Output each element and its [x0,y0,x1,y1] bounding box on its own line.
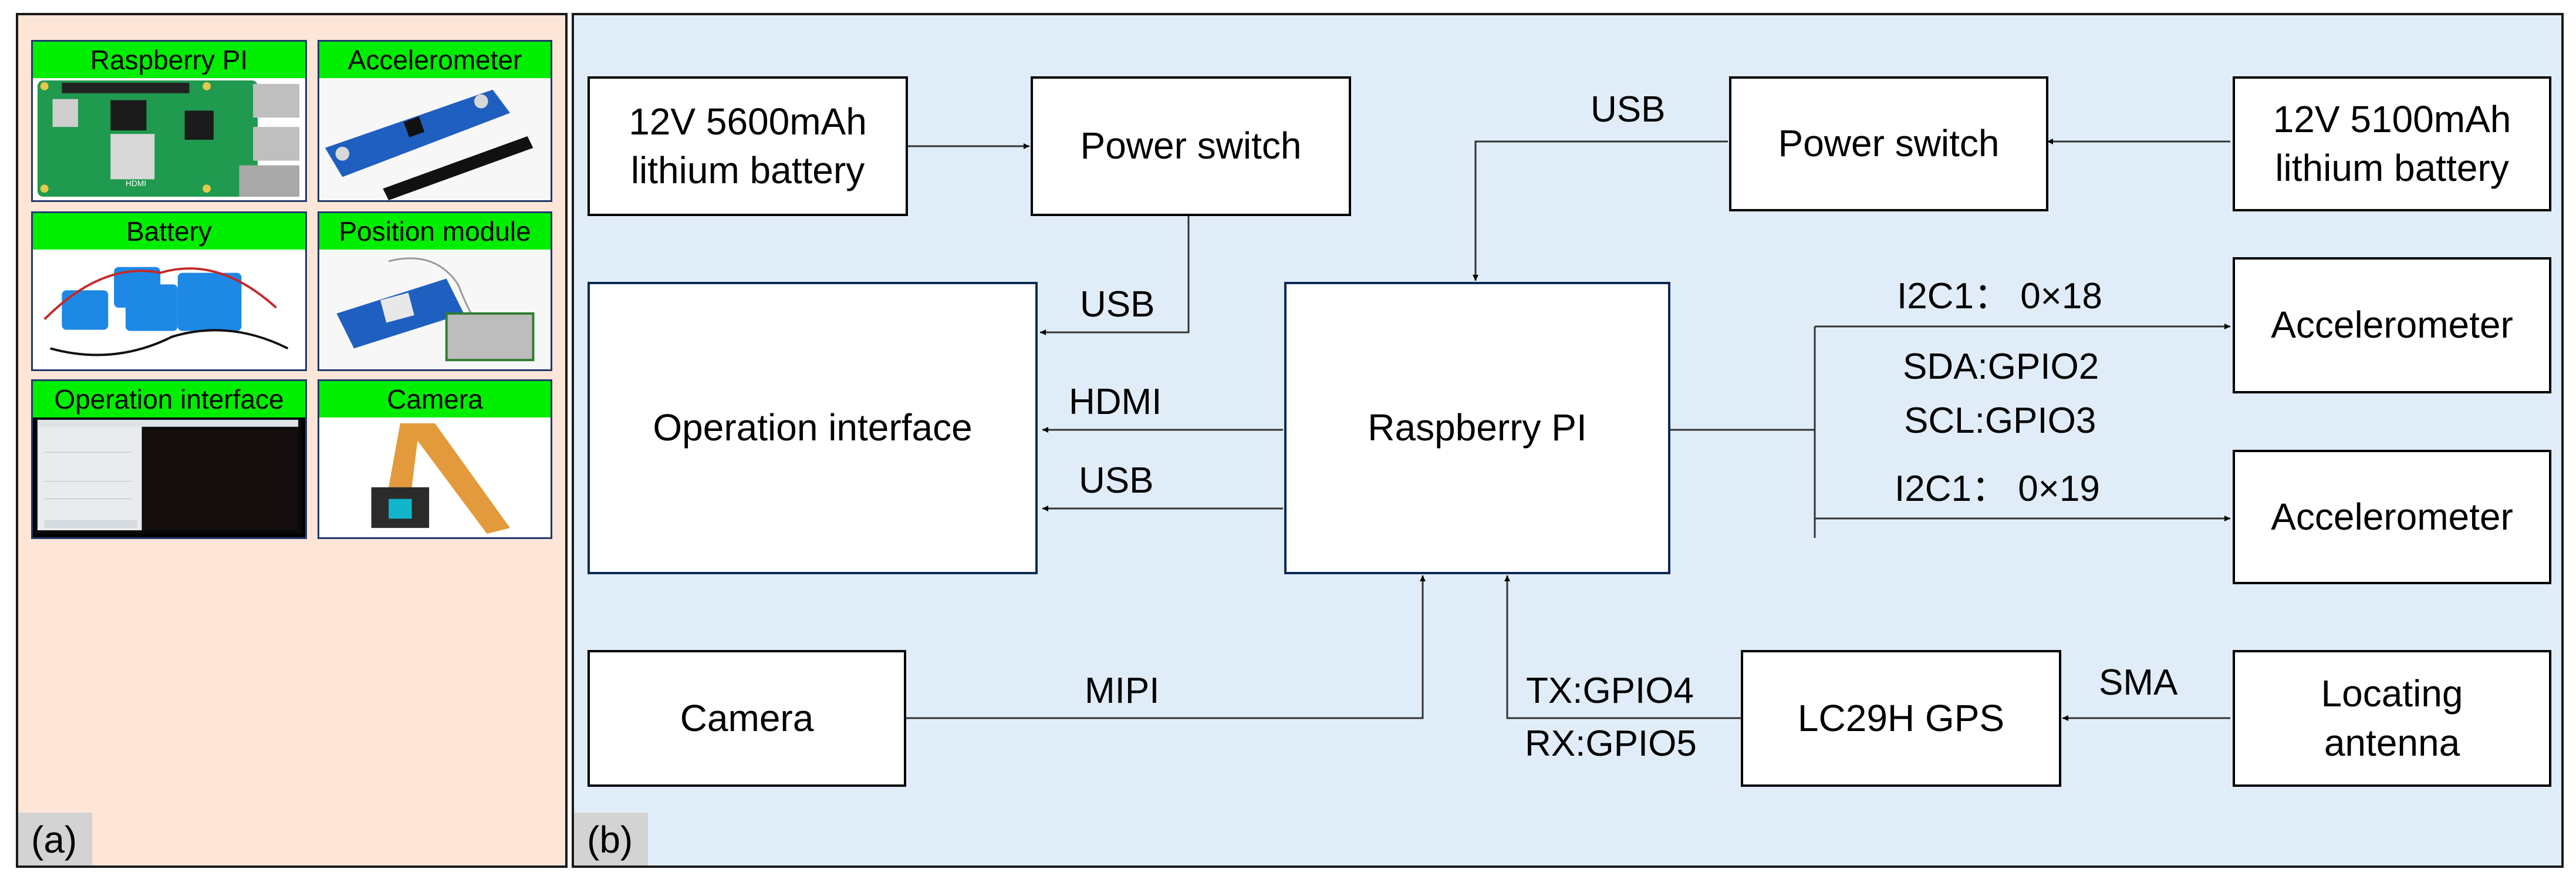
card-position-module: Position module [318,211,552,371]
battery-image [33,250,305,369]
svg-text:HDMI: HDMI [126,179,146,188]
block-text-line: 12V 5600mAh [629,100,867,143]
block-raspberry-pi: Raspberry PI [1284,282,1670,574]
label-tx: TX:GPIO4 [1526,671,1694,711]
label-usb-top: USB [1591,89,1666,130]
panel-a-tag: (a) [18,813,93,865]
connector-wires [906,139,2230,721]
block-camera: Camera [588,650,906,787]
camera-image [319,417,551,537]
block-text: Camera [680,696,814,739]
wire-uart [1504,575,1742,719]
block-text-line: antenna [2324,721,2460,764]
card-title: Operation interface [33,381,305,417]
label-mipi: MIPI [1085,671,1160,711]
card-title: Battery [33,213,305,250]
label-rx: RX:GPIO5 [1525,723,1697,764]
card-raspberry-pi: Raspberry PI HDMI [31,40,307,202]
wire-switch-to-raspberry [1473,140,1728,281]
card-battery: Battery [31,211,307,371]
block-accelerometer-2: Accelerometer [2233,450,2551,584]
block-text: Operation interface [653,406,973,449]
block-text-line: Locating [2321,672,2463,715]
wire-mipi [906,575,1426,719]
block-text-line: 12V 5100mAh [2273,97,2511,140]
block-text: Accelerometer [2271,495,2513,538]
card-camera: Camera [318,379,552,539]
block-accelerometer-1: Accelerometer [2233,257,2551,393]
raspberry-pi-image: HDMI [33,78,305,200]
card-accelerometer: Accelerometer [318,40,552,202]
card-title: Accelerometer [319,42,551,78]
block-text-line: lithium battery [630,149,865,191]
block-power-switch-left: Power switch [1031,76,1351,216]
label-sma: SMA [2099,662,2178,703]
operation-interface-image [33,417,305,537]
card-operation-interface: Operation interface [31,379,307,539]
card-title: Camera [319,381,551,417]
block-text: Power switch [1080,124,1302,167]
position-module-image [319,250,551,369]
label-usb-switch: USB [1080,284,1155,325]
block-text: Accelerometer [2271,304,2513,346]
block-power-switch-right: Power switch [1729,76,2048,211]
block-gps: LC29H GPS [1741,650,2061,787]
panel-b-tag: (b) [574,813,649,865]
block-text-line: lithium battery [2275,147,2509,189]
block-battery-left: 12V 5600mAh lithium battery [588,76,908,216]
block-text: Power switch [1778,122,2000,165]
block-locating-antenna: Locating antenna [2233,650,2551,787]
label-hdmi: HDMI [1069,382,1162,422]
label-usb-bottom: USB [1079,460,1154,501]
block-operation-interface: Operation interface [588,282,1038,574]
block-text: Raspberry PI [1368,406,1587,449]
card-title: Position module [319,213,551,250]
block-battery-right: 12V 5100mAh lithium battery [2233,76,2551,211]
accelerometer-image [319,78,551,200]
card-title: Raspberry PI [33,42,305,78]
label-sda: SDA:GPIO2 [1903,346,2099,387]
label-i2c-2: I2C1： 0×19 [1895,469,2100,509]
wire-switch-to-opinterface [1040,215,1190,335]
panel-a-hardware-photos: Raspberry PI HDMI Accelerometer [16,13,568,868]
label-scl: SCL:GPIO3 [1904,400,2096,441]
block-text: LC29H GPS [1797,696,2005,739]
label-i2c-1: I2C1： 0×18 [1897,276,2102,316]
